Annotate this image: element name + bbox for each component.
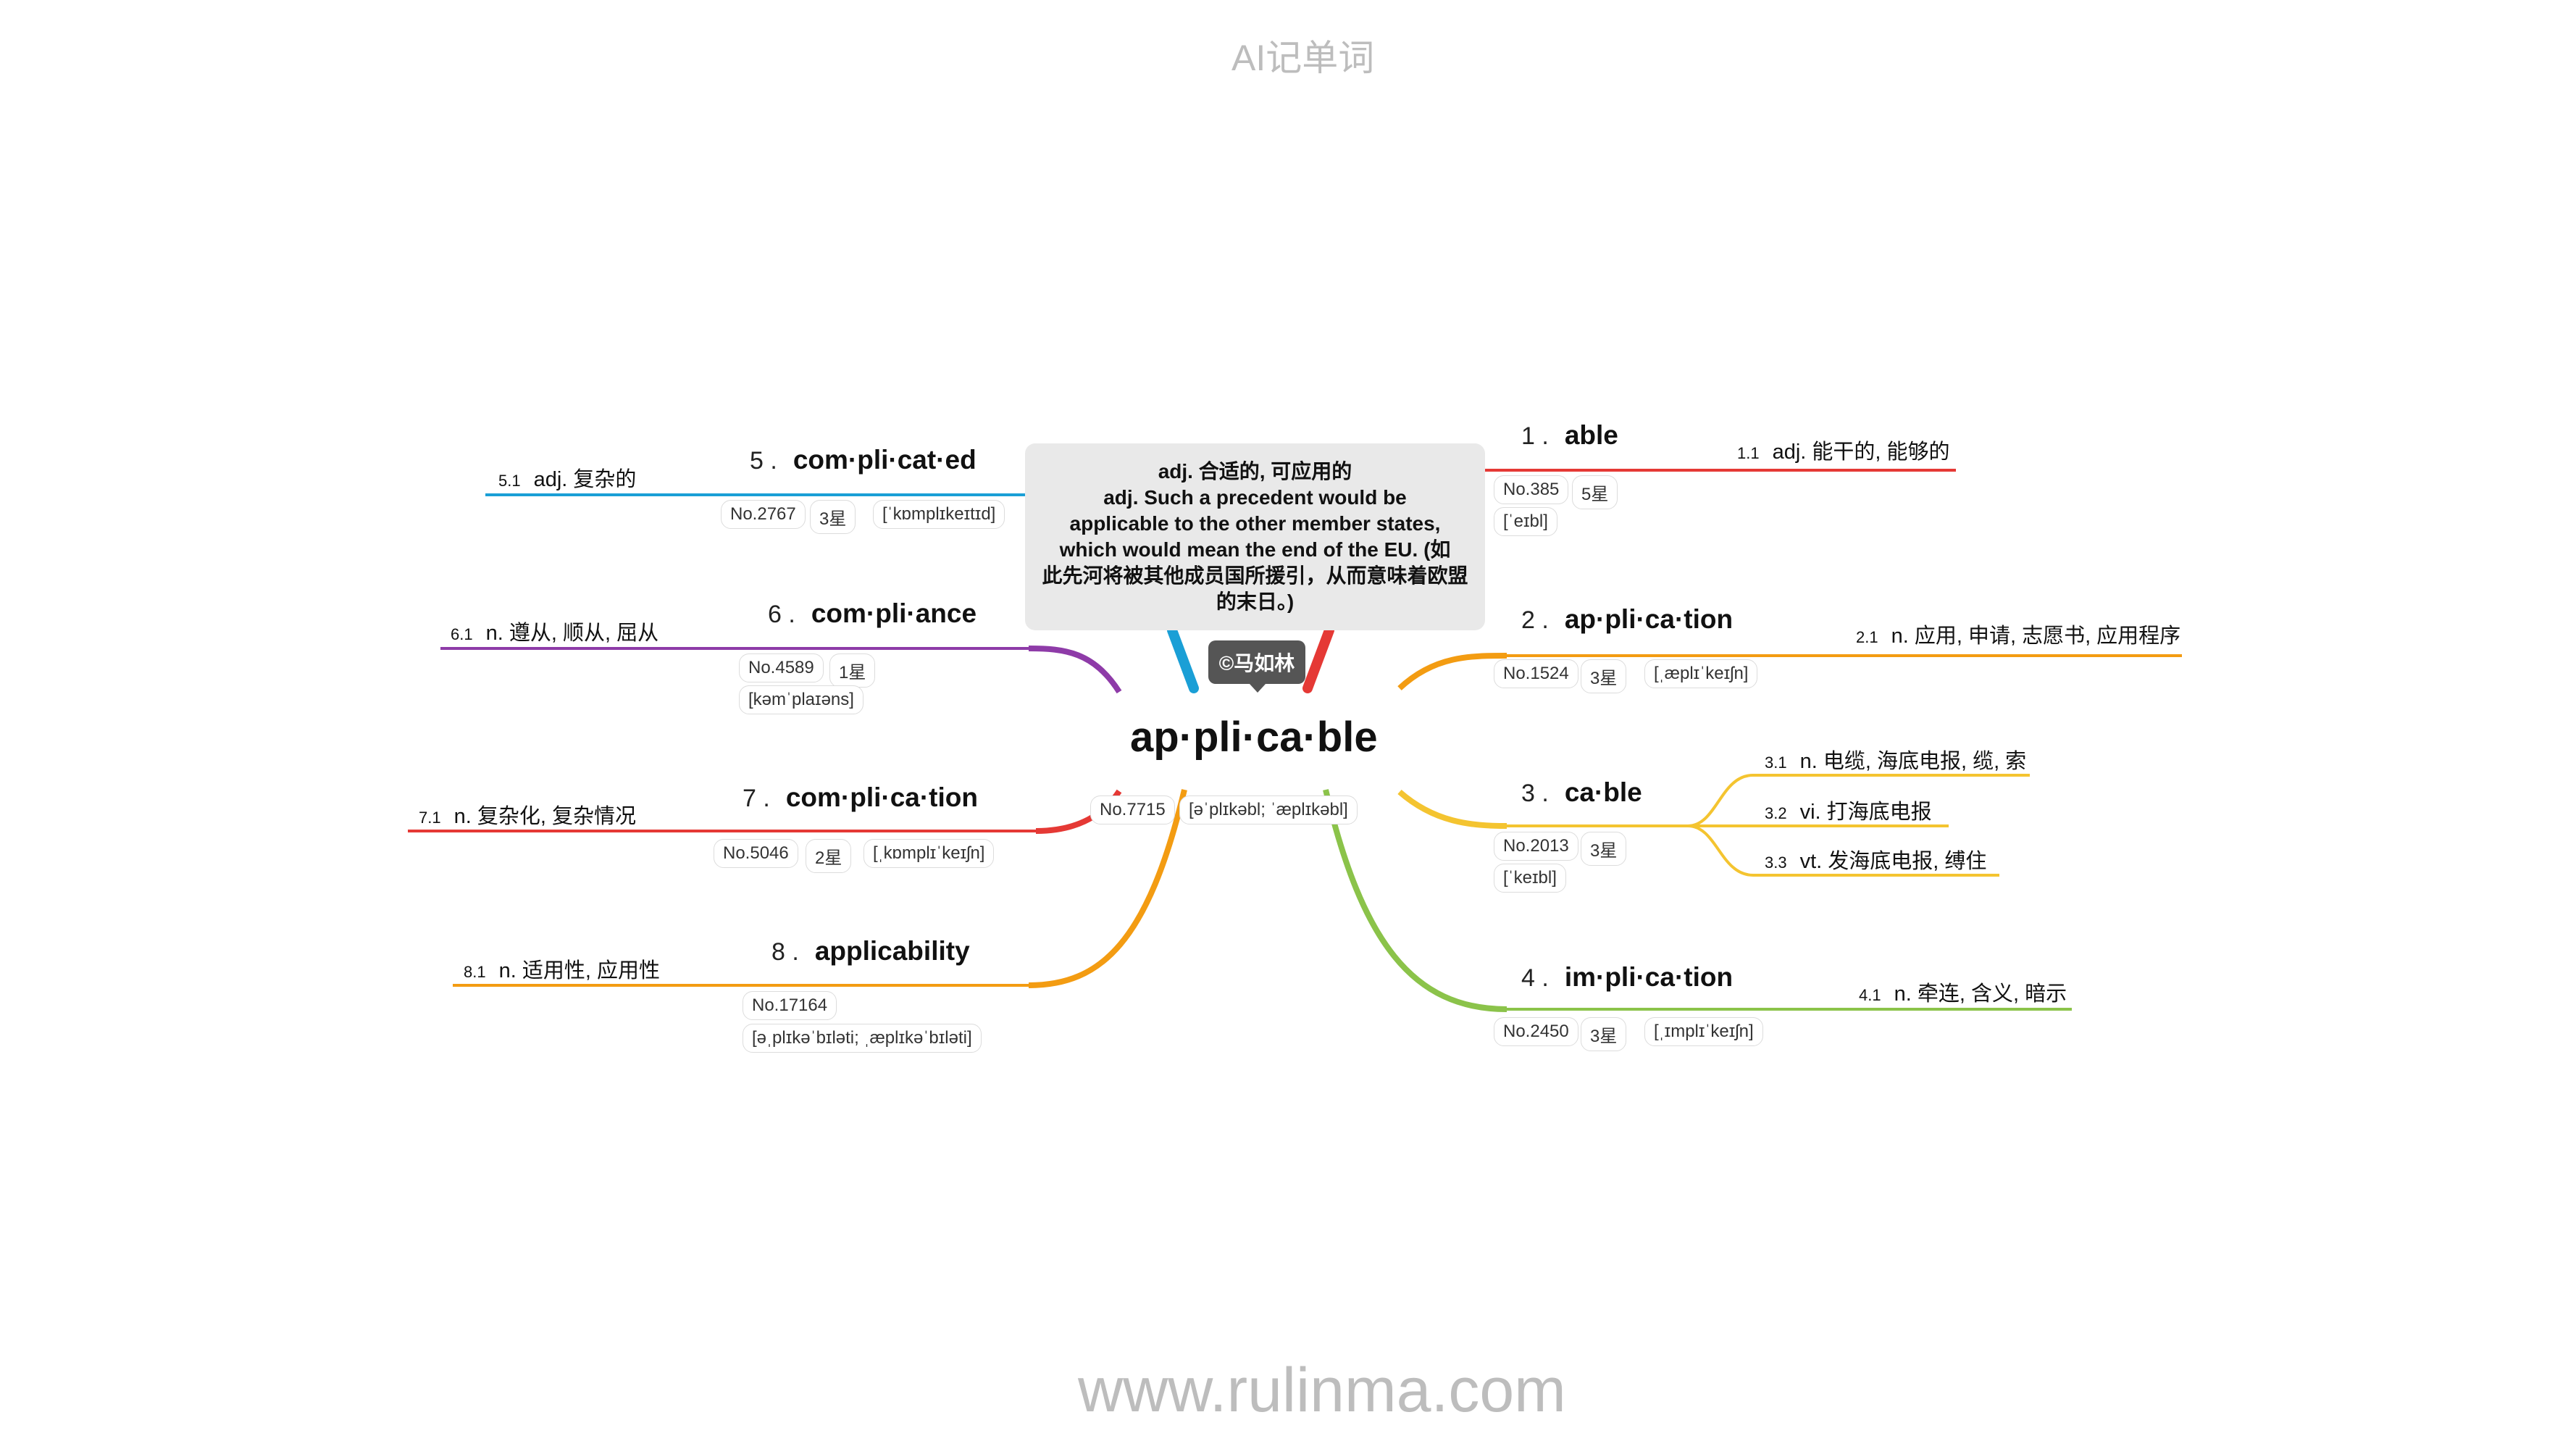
branch-word: ap·pli·ca·tion <box>1564 604 1734 634</box>
branch-node-1[interactable]: 1 . able <box>1521 420 1618 451</box>
phonetic-tag: [əˌplɪkəˈbɪləti; ˌæplɪkəˈbɪləti] <box>743 1024 982 1053</box>
definition-line: adj. 合适的, 可应用的 <box>1158 460 1352 483</box>
star-tag: 5星 <box>1572 475 1618 509</box>
definition-callout: adj. 合适的, 可应用的 adj. Such a precedent wou… <box>1025 443 1485 630</box>
star-tag: 3星 <box>1581 659 1627 693</box>
branch-line-2 <box>1397 653 1507 690</box>
branch-line-4 <box>1323 789 1507 1012</box>
definition-line: 的末日。) <box>1216 590 1295 613</box>
phonetic-tag: [ˈkeɪbl] <box>1494 864 1566 893</box>
branch-number: 6 . <box>768 601 795 628</box>
sense-line-3-3 <box>1687 824 1999 877</box>
definition-line: 此先河将被其他成员国所援引，从而意味着欧盟 <box>1042 564 1468 587</box>
star-tag: 2星 <box>806 839 852 873</box>
word-no-tag: No.4589 <box>739 653 824 682</box>
branch-line-8 <box>1028 789 1187 988</box>
word-no-tag: No.2767 <box>721 500 806 529</box>
star-tag: 3星 <box>1581 832 1627 866</box>
branch-word: applicability <box>814 936 970 966</box>
phonetic-tag: [ˈkɒmplɪkeɪtɪd] <box>873 500 1005 529</box>
branch-number: 8 . <box>771 938 799 966</box>
phonetic-tag: [kəmˈplaɪəns] <box>739 685 863 714</box>
branch-word: com·pli·ance <box>811 598 977 628</box>
star-tag: 3星 <box>810 500 856 534</box>
word-no-tag: No.17164 <box>743 991 837 1020</box>
branch-word: ca·ble <box>1564 777 1642 807</box>
branch-line-5 <box>1167 625 1199 693</box>
branch-number: 7 . <box>743 785 770 812</box>
branch-node-8[interactable]: 8 . applicability <box>771 936 970 966</box>
phonetic-tag: [ˌæplɪˈkeɪʃn] <box>1644 659 1758 688</box>
definition-line: which would mean the end of the EU. (如 <box>1059 538 1451 561</box>
center-phonetic-tag: [əˈplɪkəbl; ˈæplɪkəbl] <box>1179 796 1358 824</box>
branch-word: com·pli·ca·tion <box>785 782 978 812</box>
word-no-tag: No.385 <box>1494 475 1569 504</box>
branch-word: im·pli·ca·tion <box>1564 962 1734 992</box>
branch-node-2[interactable]: 2 . ap·pli·ca·tion <box>1521 604 1733 635</box>
branch-number: 5 . <box>750 447 777 475</box>
branch-line-6 <box>1028 646 1122 694</box>
branch-node-4[interactable]: 4 . im·pli·ca·tion <box>1521 962 1733 993</box>
star-tag: 3星 <box>1581 1017 1627 1051</box>
central-word[interactable]: ap·pli·ca·ble <box>1130 714 1378 761</box>
branch-line-3 <box>1397 789 1507 829</box>
branch-number: 3 . <box>1521 780 1549 807</box>
page-header: AI记单词 <box>1231 38 1375 78</box>
word-no-tag: No.5046 <box>714 839 798 868</box>
branch-word: able <box>1564 420 1618 450</box>
word-no-tag: No.2013 <box>1494 832 1578 861</box>
branch-node-7[interactable]: 7 . com·pli·ca·tion <box>743 782 978 813</box>
branch-line-1 <box>1302 625 1334 693</box>
definition-line: adj. Such a precedent would be <box>1103 486 1407 509</box>
page-footer: www.rulinma.com <box>1078 1356 1566 1425</box>
phonetic-tag: [ˈeɪbl] <box>1494 507 1557 536</box>
branch-node-6[interactable]: 6 . com·pli·ance <box>768 598 977 629</box>
phonetic-tag: [ˌɪmplɪˈkeɪʃn] <box>1644 1017 1763 1046</box>
word-no-tag: No.1524 <box>1494 659 1578 688</box>
phonetic-tag: [ˌkɒmplɪˈkeɪʃn] <box>863 839 995 868</box>
author-badge: ©马如林 <box>1208 640 1305 693</box>
word-no-tag: No.2450 <box>1494 1017 1578 1046</box>
branch-word: com·pli·cat·ed <box>793 445 977 475</box>
star-tag: 1星 <box>829 653 876 688</box>
branch-number: 1 . <box>1521 422 1549 450</box>
sense-line-3-1 <box>1687 774 2030 827</box>
branch-node-3[interactable]: 3 . ca·ble <box>1521 777 1642 808</box>
branch-number: 4 . <box>1521 964 1549 992</box>
center-no-tag: No.7715 <box>1090 796 1175 824</box>
definition-line: applicable to the other member states, <box>1069 512 1441 535</box>
branch-node-5[interactable]: 5 . com·pli·cat·ed <box>750 445 977 475</box>
branch-number: 2 . <box>1521 606 1549 634</box>
